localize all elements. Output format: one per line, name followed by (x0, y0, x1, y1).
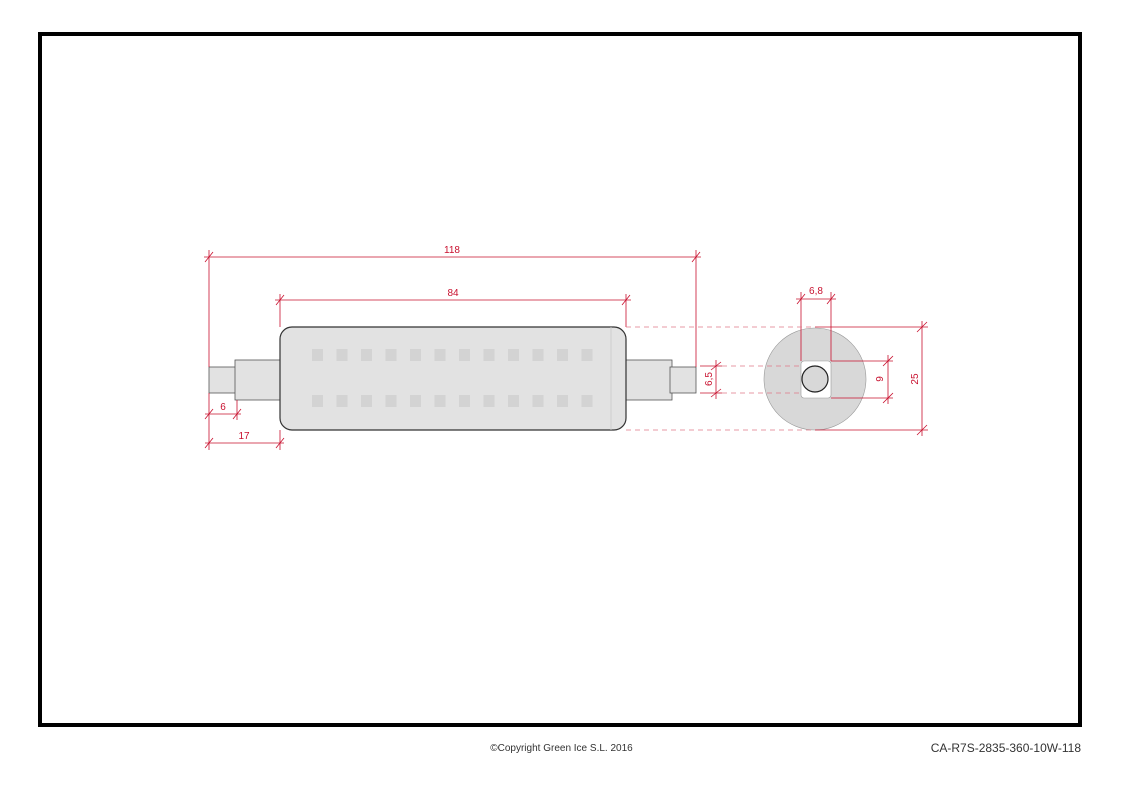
led-chip (532, 349, 544, 361)
led-chip (483, 349, 495, 361)
dim-core-height: 9 (875, 376, 886, 382)
left-tip (208, 366, 238, 394)
dim-tip-length: 6 (220, 402, 226, 413)
led-chip (557, 349, 568, 361)
led-chip (385, 349, 397, 361)
side-view (208, 326, 697, 431)
led-chip (459, 395, 470, 407)
led-chip (336, 349, 348, 361)
dim-diameter: 25 (910, 373, 921, 385)
led-chip (385, 395, 397, 407)
led-chip (434, 349, 446, 361)
led-chip (361, 349, 372, 361)
dim-cap-length: 17 (238, 431, 250, 442)
copyright-text: ©Copyright Green Ice S.L. 2016 (490, 743, 633, 754)
led-chip (581, 349, 593, 361)
led-chip (508, 349, 519, 361)
center-pin (801, 365, 829, 393)
led-chip (532, 395, 544, 407)
dim-pin-width: 6,8 (809, 286, 823, 297)
dim-pin-spacing: 6,5 (704, 372, 715, 386)
drawing-frame (38, 32, 1082, 727)
led-chip (312, 395, 323, 407)
right-tip (669, 366, 697, 394)
led-chip (410, 395, 421, 407)
end-view (763, 327, 867, 431)
led-chip (434, 395, 446, 407)
part-number: CA-R7S-2835-360-10W-118 (930, 741, 1081, 755)
lamp-body (279, 326, 627, 431)
led-chip (508, 395, 519, 407)
led-chip (312, 349, 323, 361)
dimension-lines (204, 250, 928, 450)
led-chip (483, 395, 495, 407)
led-chip (361, 395, 372, 407)
left-cap (234, 359, 284, 401)
led-chip (459, 349, 470, 361)
projection-lines (626, 326, 815, 431)
led-chips (312, 349, 593, 407)
dim-body-length: 84 (447, 288, 459, 299)
right-cap (623, 359, 673, 401)
dim-overall-length: 118 (444, 245, 460, 256)
led-chip (557, 395, 568, 407)
led-chip (336, 395, 348, 407)
led-chip (581, 395, 593, 407)
led-chip (410, 349, 421, 361)
dimension-labels: 118 84 6 17 6,5 6,8 9 25 (220, 245, 921, 442)
